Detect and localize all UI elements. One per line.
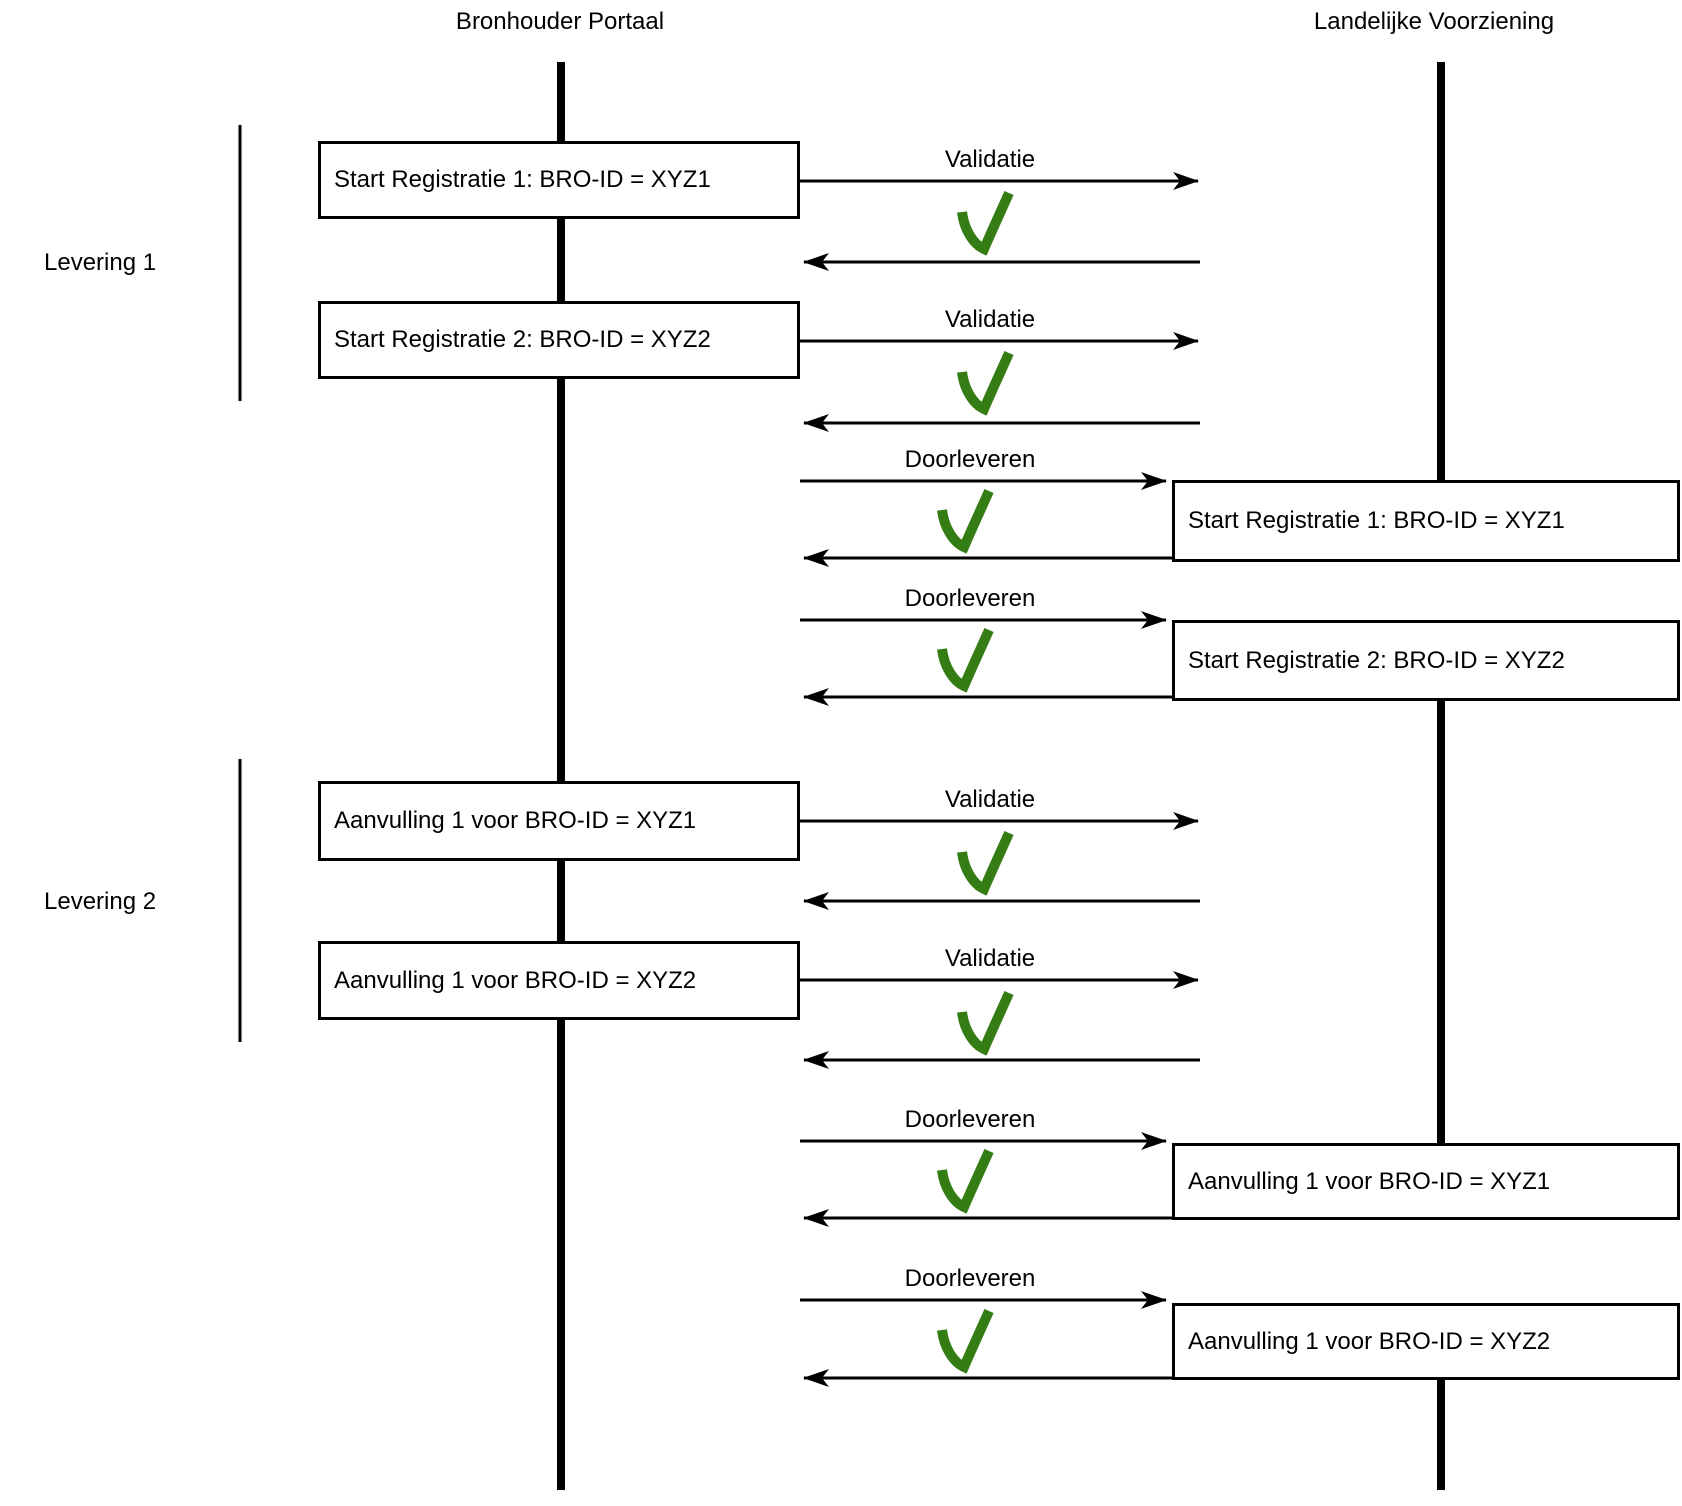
- message-label-6: Validatie: [944, 945, 1036, 972]
- bronhouder-box-start-registratie-1: Start Registratie 1: BRO-ID = XYZ1: [318, 141, 800, 219]
- message-label-4: Doorleveren: [904, 585, 1036, 612]
- box-text: Start Registratie 2: BRO-ID = XYZ2: [1188, 646, 1565, 674]
- group-label-levering-1: Levering 1: [44, 249, 157, 276]
- check-icon: [937, 1308, 994, 1374]
- bronhouder-box-aanvulling-xyz1: Aanvulling 1 voor BRO-ID = XYZ1: [318, 781, 800, 861]
- landelijke-box-start-registratie-1: Start Registratie 1: BRO-ID = XYZ1: [1172, 480, 1680, 562]
- check-icon: [957, 350, 1014, 416]
- check-icon: [937, 488, 994, 554]
- box-text: Aanvulling 1 voor BRO-ID = XYZ1: [1188, 1167, 1551, 1195]
- message-label-8: Doorleveren: [904, 1265, 1036, 1292]
- box-text: Aanvulling 1 voor BRO-ID = XYZ1: [334, 807, 697, 834]
- box-text: Aanvulling 1 voor BRO-ID = XYZ2: [1188, 1327, 1551, 1355]
- check-icon: [937, 627, 994, 693]
- message-label-1: Validatie: [944, 146, 1036, 173]
- box-text: Start Registratie 1: BRO-ID = XYZ1: [1188, 507, 1565, 534]
- bronhouder-box-aanvulling-xyz2: Aanvulling 1 voor BRO-ID = XYZ2: [318, 941, 800, 1020]
- actor-title-landelijke-voorziening: Landelijke Voorziening: [1313, 8, 1555, 35]
- landelijke-box-aanvulling-xyz2: Aanvulling 1 voor BRO-ID = XYZ2: [1172, 1303, 1680, 1380]
- check-icon: [957, 830, 1014, 896]
- box-text: Start Registratie 1: BRO-ID = XYZ1: [334, 166, 711, 193]
- message-label-3: Doorleveren: [904, 446, 1036, 473]
- landelijke-box-aanvulling-xyz1: Aanvulling 1 voor BRO-ID = XYZ1: [1172, 1143, 1680, 1220]
- actor-title-bronhouder-portaal: Bronhouder Portaal: [455, 8, 665, 35]
- check-icon: [957, 990, 1014, 1056]
- check-icon: [957, 190, 1014, 256]
- message-label-2: Validatie: [944, 306, 1036, 333]
- landelijke-box-start-registratie-2: Start Registratie 2: BRO-ID = XYZ2: [1172, 620, 1680, 701]
- check-icon: [937, 1148, 994, 1214]
- box-text: Start Registratie 2: BRO-ID = XYZ2: [334, 326, 711, 353]
- message-label-5: Validatie: [944, 786, 1036, 813]
- group-label-levering-2: Levering 2: [44, 888, 157, 915]
- box-text: Aanvulling 1 voor BRO-ID = XYZ2: [334, 966, 697, 994]
- message-label-7: Doorleveren: [904, 1106, 1036, 1133]
- bronhouder-box-start-registratie-2: Start Registratie 2: BRO-ID = XYZ2: [318, 301, 800, 379]
